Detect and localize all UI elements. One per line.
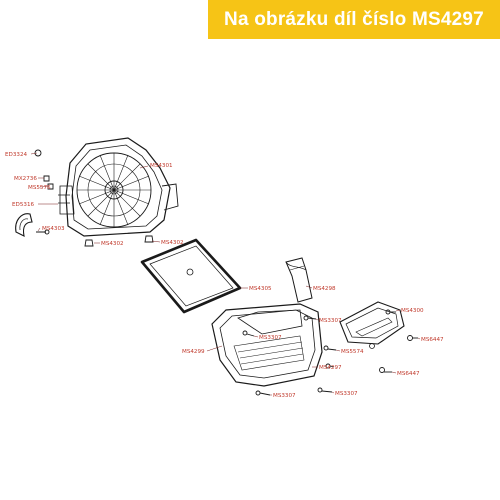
callout-label: ED3324 [5, 152, 28, 158]
banner-title: Na obrázku díl číslo MS4297 [224, 9, 484, 30]
callout-label: MS4297 [319, 365, 342, 371]
callout-label: MS4300 [401, 308, 424, 314]
air-filter [140, 238, 242, 314]
title-banner: Na obrázku díl číslo MS4297 [208, 0, 500, 39]
callout-label: MS4298 [313, 286, 336, 292]
callout-label: MS6447 [421, 337, 444, 343]
air-box-cover [211, 303, 323, 387]
callout-label: MX2736 [14, 176, 37, 182]
connector-tube [285, 257, 313, 303]
callout-label: MS3307 [335, 391, 358, 397]
callout-label: MS5574 [341, 349, 364, 355]
callout-labels: ED3324 MS4301 MX2736 MS5576 ED5316 MS430… [5, 152, 444, 399]
side-cover-plate [339, 301, 405, 349]
callout-label: MS6447 [397, 371, 420, 377]
small-fasteners-left [34, 149, 154, 247]
callout-label: MS4302 [161, 240, 184, 246]
callout-label: MS4302 [101, 241, 124, 247]
bolts [242, 309, 418, 396]
callout-label: MS4301 [150, 163, 173, 169]
callout-label: ED5316 [12, 202, 35, 208]
callout-label: MS5576 [28, 185, 51, 191]
callout-label: MS3307 [259, 335, 282, 341]
callout-label: MS4305 [249, 286, 272, 292]
callout-label: MS3307 [319, 318, 342, 324]
curved-bracket [15, 213, 33, 237]
air-box-housing [58, 137, 179, 237]
leader-lines [30, 152, 421, 396]
callout-label: MS3307 [273, 393, 296, 399]
callout-label: MS4299 [182, 349, 205, 355]
callout-label: MS4303 [42, 226, 65, 232]
